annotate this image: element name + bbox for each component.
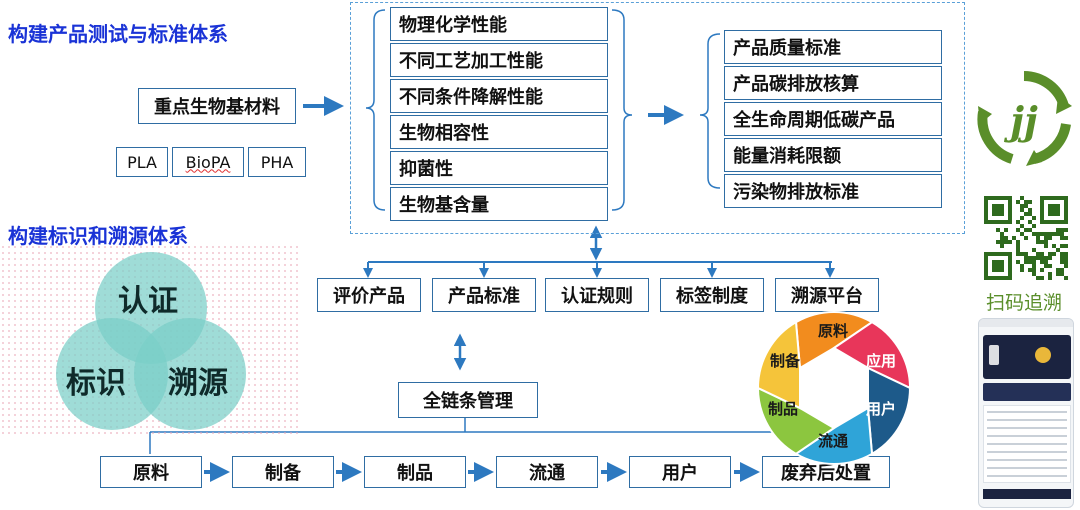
standard-item: 污染物排放标准 xyxy=(724,174,942,208)
lifecycle-label: 用户 xyxy=(866,400,897,418)
standard-item: 产品质量标准 xyxy=(724,30,942,64)
material-type-pha: PHA xyxy=(248,147,306,177)
lifecycle-ring xyxy=(756,311,912,465)
material-main-box: 重点生物基材料 xyxy=(138,88,296,124)
qr-label: 扫码追溯 xyxy=(986,292,1063,314)
lifecycle-segment xyxy=(756,320,801,410)
material-type-biopa: BioPA xyxy=(172,147,244,177)
title-product-system: 构建产品测试与标准体系 xyxy=(8,22,228,46)
test-item: 物理化学性能 xyxy=(390,7,608,41)
lifecycle-label: 制品 xyxy=(768,400,799,418)
qr-code[interactable] xyxy=(984,196,1068,280)
svg-text:jj: jj xyxy=(1003,98,1038,143)
chain-step: 流通 xyxy=(496,456,598,488)
phone-screenshot xyxy=(978,318,1074,508)
chain-step: 制备 xyxy=(232,456,334,488)
standard-item: 产品碳排放核算 xyxy=(724,66,942,100)
material-type-pla: PLA xyxy=(116,147,168,177)
test-item: 不同工艺加工性能 xyxy=(390,43,608,77)
brace-standards xyxy=(699,33,721,189)
middle-item-product-standard: 产品标准 xyxy=(432,278,536,312)
brace-right xyxy=(611,9,633,211)
test-item: 不同条件降解性能 xyxy=(390,79,608,113)
test-standard-frame xyxy=(350,2,965,234)
venn-label-left: 标识 xyxy=(66,366,126,401)
test-item: 生物基含量 xyxy=(390,187,608,221)
chain-step: 原料 xyxy=(100,456,202,488)
middle-item-trace-platform: 溯源平台 xyxy=(775,278,879,312)
standard-item: 全生命周期低碳产品 xyxy=(724,102,942,136)
venn-label-right: 溯源 xyxy=(168,366,228,401)
lifecycle-label: 制备 xyxy=(770,352,801,370)
chain-step: 用户 xyxy=(629,456,731,488)
recycle-logo-icon: jj xyxy=(977,71,1072,166)
middle-item-cert-rules: 认证规则 xyxy=(545,278,649,312)
lifecycle-label: 流通 xyxy=(818,432,849,450)
venn-label-top: 认证 xyxy=(118,284,178,319)
standard-item: 能量消耗限额 xyxy=(724,138,942,172)
lifecycle-label: 应用 xyxy=(866,352,897,370)
chain-manage-box: 全链条管理 xyxy=(398,382,538,418)
test-item: 生物相容性 xyxy=(390,115,608,149)
middle-item-evaluate: 评价产品 xyxy=(317,278,421,312)
lifecycle-label: 原料 xyxy=(818,322,849,340)
chain-step: 废弃后处置 xyxy=(762,456,890,488)
middle-item-label-system: 标签制度 xyxy=(660,278,764,312)
chain-step: 制品 xyxy=(364,456,466,488)
brace-left xyxy=(365,9,386,211)
venn-circle-right xyxy=(134,318,246,430)
brand-logo: jj xyxy=(968,62,1080,174)
qr-code-icon xyxy=(984,196,1068,280)
test-item: 抑菌性 xyxy=(390,151,608,185)
